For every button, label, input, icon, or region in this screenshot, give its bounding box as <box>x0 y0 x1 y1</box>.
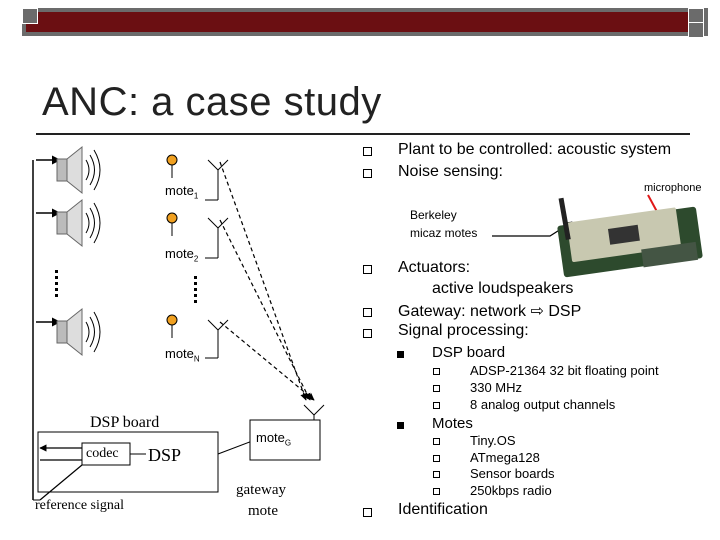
mote-g-label: moteG <box>256 430 292 448</box>
title-underline <box>36 133 690 135</box>
mote-2-icon <box>166 212 229 259</box>
bullet-motes: Motes <box>432 415 473 432</box>
mote-item-4: 250kbps radio <box>470 483 552 498</box>
ellipsis-dots-left <box>55 270 58 297</box>
mote-item-3: Sensor boards <box>470 466 555 481</box>
bullet-gateway: Gateway: network ⇨ DSP <box>398 303 582 320</box>
mote-item-1: Tiny.OS <box>470 433 516 448</box>
bullet-noise: Noise sensing: <box>398 163 503 180</box>
speaker-2-icon <box>36 198 101 248</box>
mote-2-label: mote2 <box>165 246 199 264</box>
bullet-icon <box>433 455 440 462</box>
mote-n-label: moteN <box>165 346 200 364</box>
radio-links <box>219 161 315 401</box>
dsp-item-1: ADSP-21364 32 bit floating point <box>470 363 659 378</box>
speaker-1-icon <box>36 145 101 195</box>
mote-item-2: ATmega128 <box>470 450 540 465</box>
bullet-plant: Plant to be controlled: acoustic system <box>398 141 672 158</box>
gateway-label-2: mote <box>248 503 278 519</box>
dsp-item-2: 330 MHz <box>470 380 523 395</box>
bullet-icon <box>363 508 372 517</box>
bullet-icon <box>433 488 440 495</box>
slide-title: ANC: a case study <box>42 80 382 124</box>
microphone-label: microphone <box>644 182 702 194</box>
ellipsis-dots-mid <box>194 276 197 303</box>
bullet-icon <box>363 169 372 178</box>
mote-n-icon <box>166 314 229 359</box>
berkeley-label-1: Berkeley <box>410 208 457 222</box>
bullet-identification: Identification <box>398 501 488 518</box>
gateway-label-1: gateway <box>236 482 286 498</box>
bullet-icon <box>363 308 372 317</box>
codec-label: codec <box>86 446 119 461</box>
gateway-box <box>249 419 321 461</box>
berkeley-label-2: micaz motes <box>410 226 478 240</box>
board-gateway-link <box>217 439 256 455</box>
bullet-icon <box>433 385 440 392</box>
corner-square-right-bottom <box>688 22 704 38</box>
title-bar-band <box>22 8 708 36</box>
bullet-icon <box>433 471 440 478</box>
bullet-icon <box>433 438 440 445</box>
top-banner <box>0 0 720 44</box>
bullet-actuators-sub: active loudspeakers <box>432 280 574 297</box>
bullet-signal: Signal processing: <box>398 322 529 339</box>
speaker-n-icon <box>36 307 101 357</box>
bullet-dsp-board: DSP board <box>432 344 506 361</box>
sub-bullet-icon <box>397 422 404 429</box>
sub-bullet-icon <box>397 351 404 358</box>
mote-1-icon <box>166 154 229 201</box>
ref-to-codec <box>39 464 83 501</box>
dsp-board-label: DSP board <box>90 414 160 431</box>
bullet-icon <box>433 402 440 409</box>
dsp-item-3: 8 analog output channels <box>470 397 616 412</box>
bullet-icon <box>363 329 372 338</box>
micaz-mote-photo <box>540 196 710 278</box>
bullet-actuators: Actuators: <box>398 259 471 276</box>
reference-signal-label: reference signal <box>35 498 124 513</box>
bullet-icon <box>433 368 440 375</box>
dsp-label: DSP <box>148 445 182 465</box>
mote-1-label: mote1 <box>165 183 199 201</box>
title-bar-fill <box>26 12 704 32</box>
bullet-icon <box>363 147 372 156</box>
corner-square-left <box>22 8 38 24</box>
bullet-icon <box>363 265 372 274</box>
